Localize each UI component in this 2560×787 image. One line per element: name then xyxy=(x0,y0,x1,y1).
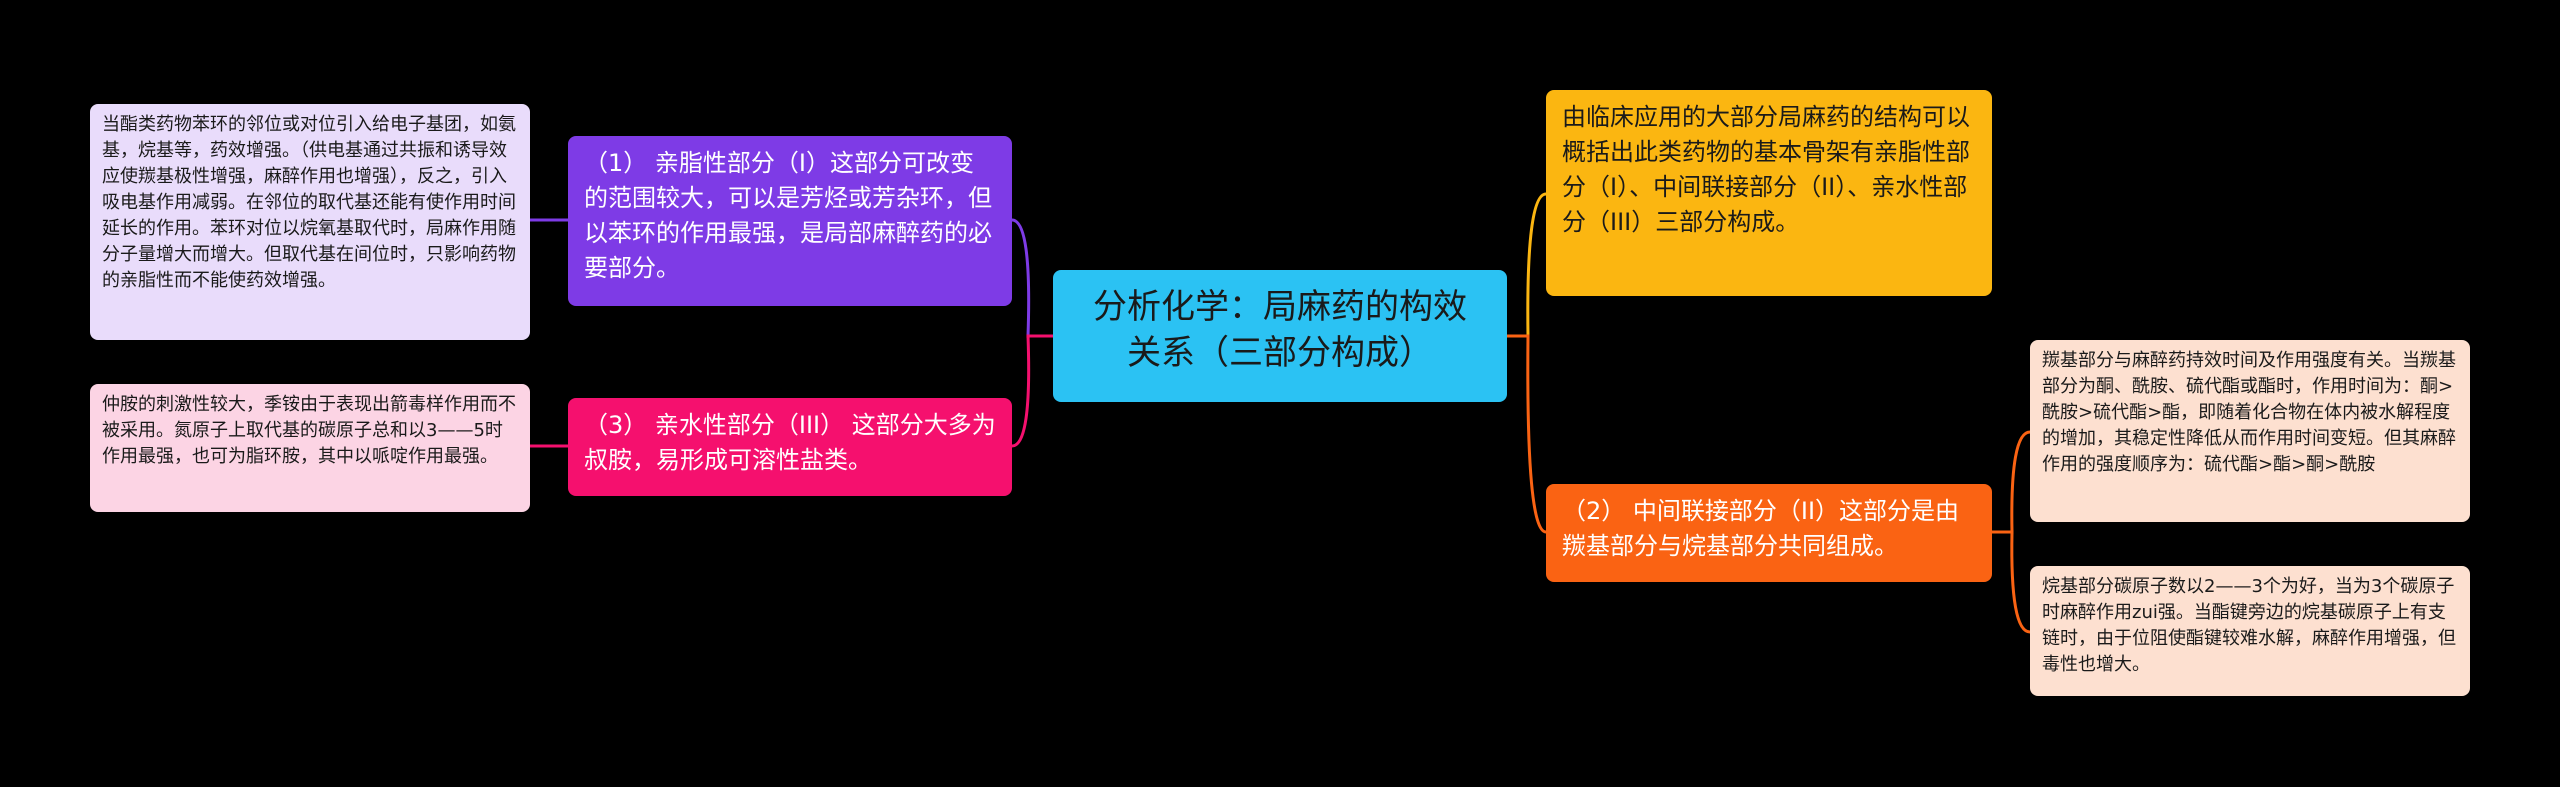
branch-lipophilic-text: （1） 亲脂性部分（I）这部分可改变的范围较大，可以是芳烃或芳杂环，但以苯环的作… xyxy=(584,149,992,282)
branch-hydrophilic-text: （3） 亲水性部分（III） 这部分大多为叔胺，易形成可溶性盐类。 xyxy=(584,411,996,474)
connector-central-linker xyxy=(1507,334,1547,534)
note-linker-carbonyl-text: 羰基部分与麻醉药持效时间及作用强度有关。当羰基部分为酮、酰胺、硫代酯或酯时，作用… xyxy=(2042,350,2456,475)
branch-hydrophilic[interactable]: （3） 亲水性部分（III） 这部分大多为叔胺，易形成可溶性盐类。 xyxy=(568,398,1012,496)
note-hydrophilic[interactable]: 仲胺的刺激性较大，季铵由于表现出箭毒样作用而不被采用。氮原子上取代基的碳原子总和… xyxy=(90,384,530,512)
connector-linker-note-2 xyxy=(1992,530,2031,634)
note-linker-alkyl-text: 烷基部分碳原子数以2——3个为好，当为3个碳原子时麻醉作用zui强。当酯键旁边的… xyxy=(2042,576,2456,675)
connector-central-lipophilic xyxy=(1011,218,1053,338)
note-linker-carbonyl[interactable]: 羰基部分与麻醉药持效时间及作用强度有关。当羰基部分为酮、酰胺、硫代酯或酯时，作用… xyxy=(2030,340,2470,522)
note-lipophilic-text: 当酯类药物苯环的邻位或对位引入给电子基团，如氨基，烷基等，药效增强。（供电基通过… xyxy=(102,114,516,291)
connector-central-hydrophilic xyxy=(1011,334,1053,448)
central-topic-title: 分析化学：局麻药的构效关系（三部分构成） xyxy=(1093,287,1467,373)
branch-linker-text: （2） 中间联接部分（II）这部分是由羰基部分与烷基部分共同组成。 xyxy=(1562,497,1960,560)
branch-linker[interactable]: （2） 中间联接部分（II）这部分是由羰基部分与烷基部分共同组成。 xyxy=(1546,484,1992,582)
branch-overview[interactable]: 由临床应用的大部分局麻药的结构可以概括出此类药物的基本骨架有亲脂性部分（I）、中… xyxy=(1546,90,1992,296)
central-topic[interactable]: 分析化学：局麻药的构效关系（三部分构成） xyxy=(1053,270,1507,402)
note-linker-alkyl[interactable]: 烷基部分碳原子数以2——3个为好，当为3个碳原子时麻醉作用zui强。当酯键旁边的… xyxy=(2030,566,2470,696)
note-hydrophilic-text: 仲胺的刺激性较大，季铵由于表现出箭毒样作用而不被采用。氮原子上取代基的碳原子总和… xyxy=(102,394,516,467)
connector-linker-note-1 xyxy=(1992,430,2031,534)
branch-lipophilic[interactable]: （1） 亲脂性部分（I）这部分可改变的范围较大，可以是芳烃或芳杂环，但以苯环的作… xyxy=(568,136,1012,306)
branch-overview-text: 由临床应用的大部分局麻药的结构可以概括出此类药物的基本骨架有亲脂性部分（I）、中… xyxy=(1562,103,1970,236)
connector-central-overview xyxy=(1507,192,1547,338)
note-lipophilic[interactable]: 当酯类药物苯环的邻位或对位引入给电子基团，如氨基，烷基等，药效增强。（供电基通过… xyxy=(90,104,530,340)
